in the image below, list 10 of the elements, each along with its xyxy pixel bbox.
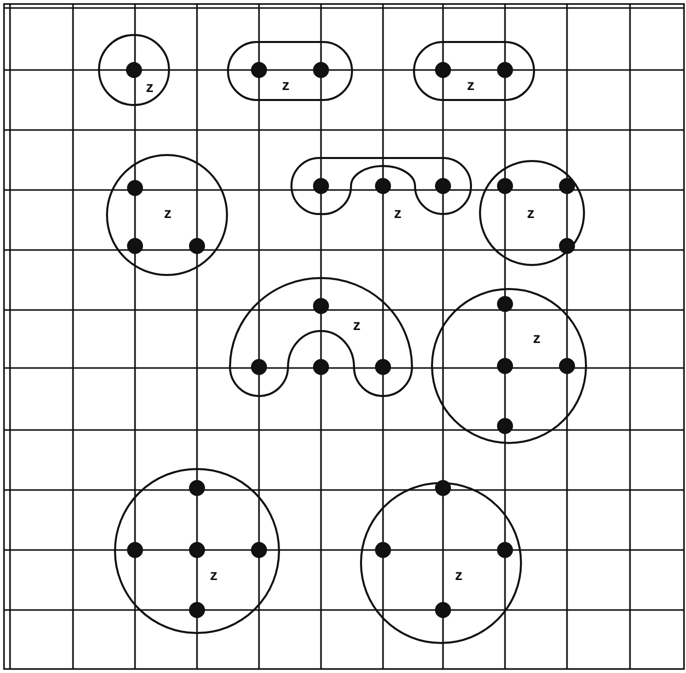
variable-label: z bbox=[164, 206, 172, 221]
variable-label: z bbox=[210, 568, 218, 583]
variable-label: z bbox=[353, 318, 360, 333]
variable-label: z bbox=[146, 80, 154, 95]
variable-label: z bbox=[394, 206, 402, 221]
variable-label: z bbox=[467, 78, 474, 93]
variable-label: z bbox=[527, 206, 534, 221]
variable-label: z bbox=[533, 331, 540, 346]
variable-label: z bbox=[282, 78, 290, 93]
variable-label: z bbox=[455, 568, 462, 583]
